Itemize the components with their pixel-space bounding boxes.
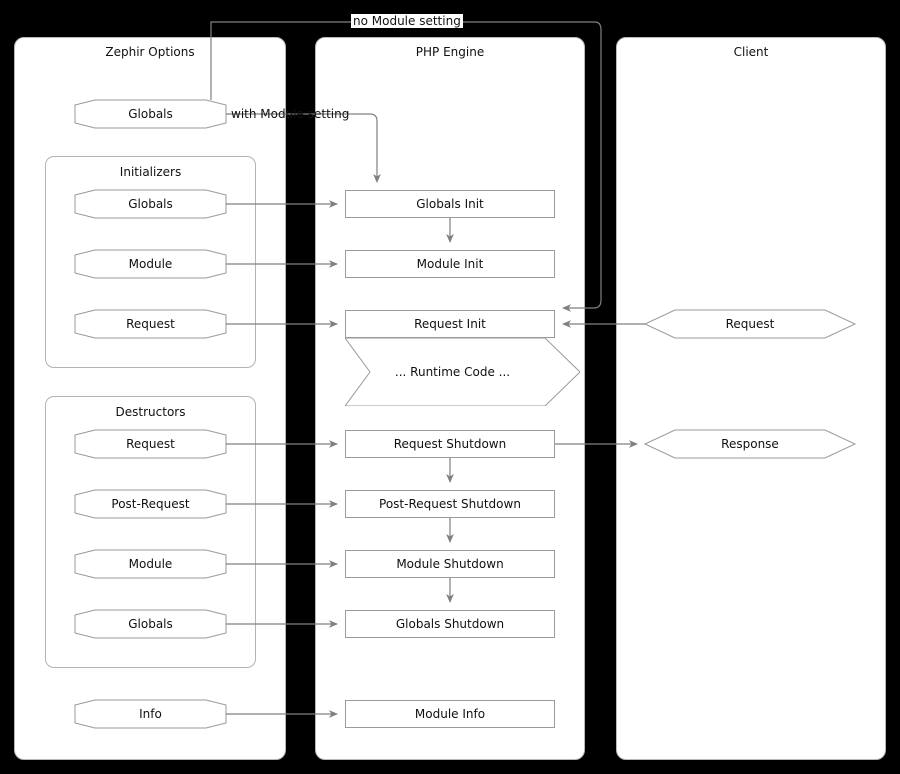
panel-client: Client — [616, 37, 886, 760]
stage-module-init[interactable]: Module Init — [345, 250, 555, 278]
destructor-globals-label: Globals — [128, 617, 173, 631]
zephir-info-label: Info — [139, 707, 162, 721]
zephir-info[interactable]: Info — [74, 699, 227, 729]
stage-module-info[interactable]: Module Info — [345, 700, 555, 728]
destructor-post-request-label: Post-Request — [111, 497, 190, 511]
destructor-post-request[interactable]: Post-Request — [74, 489, 227, 519]
initializer-request-label: Request — [126, 317, 175, 331]
destructor-request[interactable]: Request — [74, 429, 227, 459]
group-title-destructors: Destructors — [115, 405, 186, 419]
panel-title-php-engine: PHP Engine — [415, 45, 485, 59]
edge-label-no-module-setting: no Module setting — [351, 14, 463, 28]
runtime-code-block[interactable]: ... Runtime Code ... — [344, 337, 581, 407]
initializer-module[interactable]: Module — [74, 249, 227, 279]
destructor-request-label: Request — [126, 437, 175, 451]
client-request-label: Request — [725, 317, 775, 331]
initializer-module-label: Module — [128, 257, 173, 271]
client-request[interactable]: Request — [643, 309, 857, 339]
runtime-code-label: ... Runtime Code ... — [394, 365, 511, 379]
client-response[interactable]: Response — [643, 429, 857, 459]
stage-module-shutdown[interactable]: Module Shutdown — [345, 550, 555, 578]
stage-request-shutdown[interactable]: Request Shutdown — [345, 430, 555, 458]
stage-request-init[interactable]: Request Init — [345, 310, 555, 338]
zephir-globals-option-label: Globals — [128, 107, 173, 121]
initializer-globals[interactable]: Globals — [74, 189, 227, 219]
panel-title-zephir-options: Zephir Options — [105, 45, 195, 59]
panel-title-client: Client — [733, 45, 769, 59]
destructor-module-label: Module — [128, 557, 173, 571]
zephir-globals-option[interactable]: Globals — [74, 99, 227, 129]
initializer-request[interactable]: Request — [74, 309, 227, 339]
destructor-module[interactable]: Module — [74, 549, 227, 579]
stage-globals-init[interactable]: Globals Init — [345, 190, 555, 218]
group-title-initializers: Initializers — [119, 165, 182, 179]
stage-globals-shutdown[interactable]: Globals Shutdown — [345, 610, 555, 638]
client-response-label: Response — [721, 437, 779, 451]
stage-post-request-shutdown[interactable]: Post-Request Shutdown — [345, 490, 555, 518]
destructor-globals[interactable]: Globals — [74, 609, 227, 639]
initializer-globals-label: Globals — [128, 197, 173, 211]
edge-label-with-module-setting: with Module setting — [231, 107, 350, 121]
